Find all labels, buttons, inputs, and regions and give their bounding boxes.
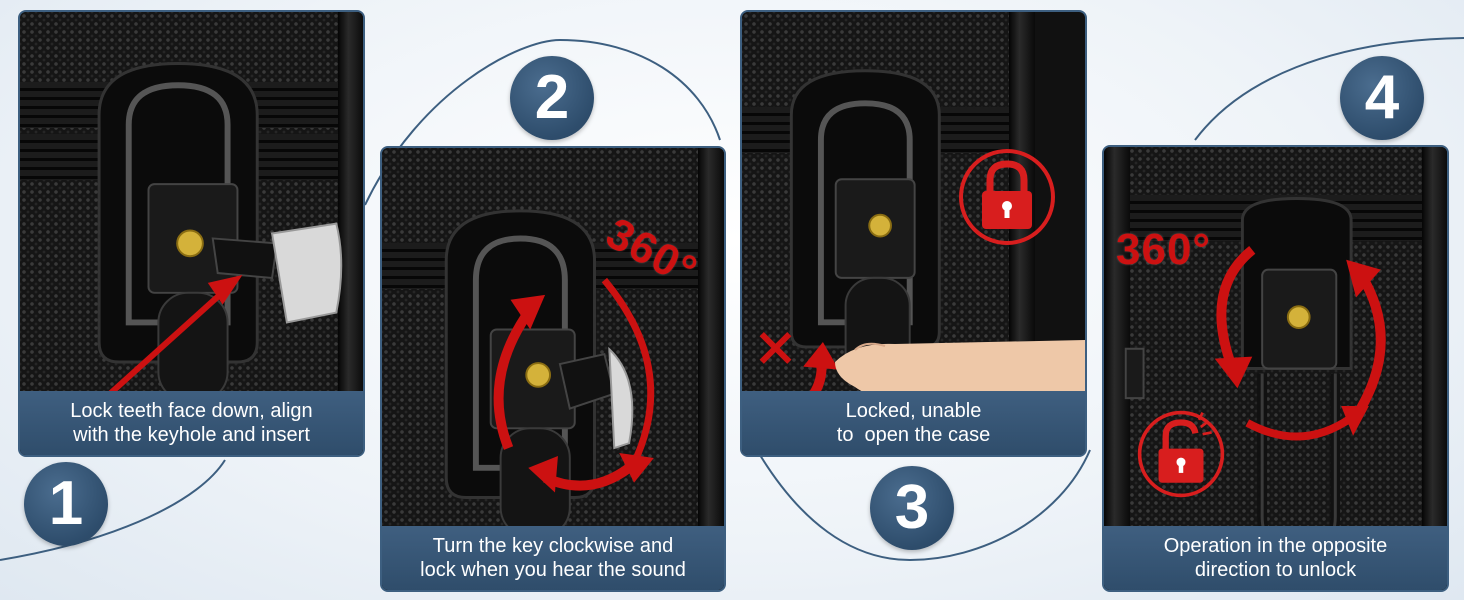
step-1-caption-line-1: Lock teeth face down, align xyxy=(70,400,313,422)
step-1-caption: Lock teeth face down, align with the key… xyxy=(20,391,363,455)
finger-illustration xyxy=(835,340,1085,407)
step-3-caption-line-2: to open the case xyxy=(836,424,991,446)
step-4-number: 4 xyxy=(1340,56,1424,140)
lock-icon xyxy=(959,149,1055,245)
step-1-number: 1 xyxy=(24,462,108,546)
step-4-caption-line-2: direction to unlock xyxy=(1194,559,1357,581)
step-2-caption-line-1: Turn the key clockwise and xyxy=(432,535,674,557)
step-4-caption: Operation in the opposite direction to u… xyxy=(1104,526,1447,590)
step-1-caption-line-2: with the keyhole and insert xyxy=(73,424,310,446)
step-1-photo xyxy=(20,12,363,455)
step-2-panel: 360° Turn the key clockwise and lock whe… xyxy=(380,146,726,592)
step-4-caption-line-1: Operation in the opposite xyxy=(1163,535,1388,557)
lock-illustration-1 xyxy=(77,61,343,424)
step-2-number: 2 xyxy=(510,56,594,140)
step-4-rotation-label: 360° xyxy=(1116,225,1212,274)
step-4-photo xyxy=(1104,147,1447,590)
step-3-panel: Locked, unable to open the case xyxy=(740,10,1087,457)
step-2-photo xyxy=(382,148,724,590)
step-3-caption-line-1: Locked, unable xyxy=(845,400,982,422)
lock-illustration-2 xyxy=(444,209,655,539)
step-3-number: 3 xyxy=(870,466,954,550)
step-4-panel: 360° Operation in the opposite direction… xyxy=(1102,145,1449,592)
lock-illustration-4 xyxy=(1124,196,1386,557)
step-2-caption: Turn the key clockwise and lock when you… xyxy=(382,526,724,590)
unlock-icon xyxy=(1137,410,1225,498)
lock-illustration-3 xyxy=(759,69,941,416)
step-3-caption: Locked, unable to open the case xyxy=(742,391,1085,455)
step-1-panel: Lock teeth face down, align with the key… xyxy=(18,10,365,457)
step-2-caption-line-2: lock when you hear the sound xyxy=(420,559,686,581)
